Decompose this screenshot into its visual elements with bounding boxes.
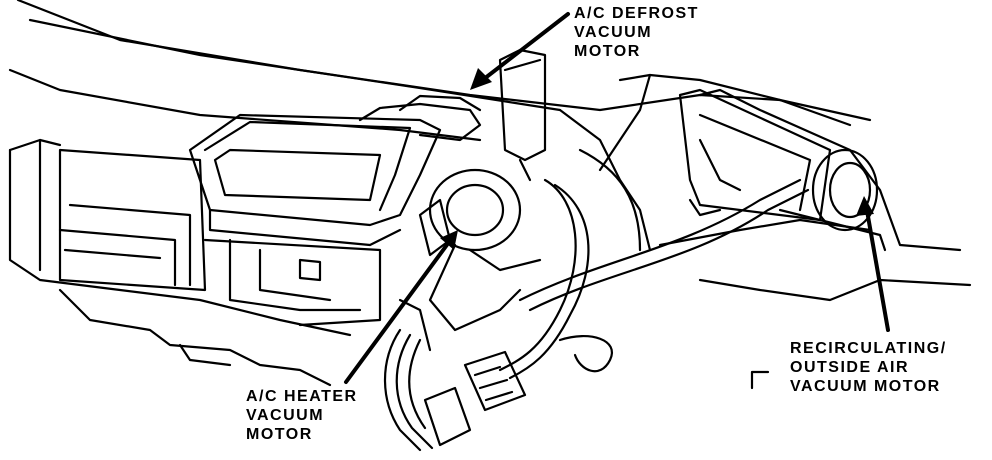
recirc-motor-assembly: [678, 88, 887, 252]
heater-label-line-3: MOTOR: [246, 426, 313, 443]
heater-label-line-1: A/C HEATER: [246, 388, 358, 405]
heater-arrowhead: [440, 230, 458, 250]
heater-motor-label: A/C HEATER VACUUM MOTOR: [246, 387, 358, 444]
bracket-mark: [750, 370, 770, 390]
vacuum-connector-block: [423, 350, 527, 447]
defrost-arrowhead: [470, 68, 492, 90]
heater-label-line-2: VACUUM: [246, 407, 325, 424]
recirc-leader-line: [864, 203, 890, 332]
dashboard-outline: [8, 0, 972, 387]
recirc-arrowhead: [856, 196, 874, 216]
defrost-leader-line: [478, 12, 570, 84]
arrowheads: [440, 68, 874, 250]
heater-leader-line: [344, 236, 454, 384]
defrost-label-line-1: A/C DEFROST: [574, 5, 699, 22]
recirc-motor-label: RECIRCULATING/ OUTSIDE AIR VACUUM MOTOR: [790, 339, 947, 396]
recirc-label-line-2: OUTSIDE AIR: [790, 359, 910, 376]
defrost-motor-label: A/C DEFROST VACUUM MOTOR: [574, 4, 699, 61]
defrost-label-line-3: MOTOR: [574, 43, 641, 60]
vacuum-hoses: [384, 148, 810, 452]
ac-module-housing: [58, 94, 482, 327]
defrost-motor-assembly: [498, 48, 547, 182]
defrost-label-line-2: VACUUM: [574, 24, 653, 41]
leader-arrows: [344, 12, 890, 384]
recirc-label-line-1: RECIRCULATING/: [790, 340, 947, 357]
recirc-label-line-3: VACUUM MOTOR: [790, 378, 941, 395]
heater-motor-assembly: [398, 168, 542, 352]
